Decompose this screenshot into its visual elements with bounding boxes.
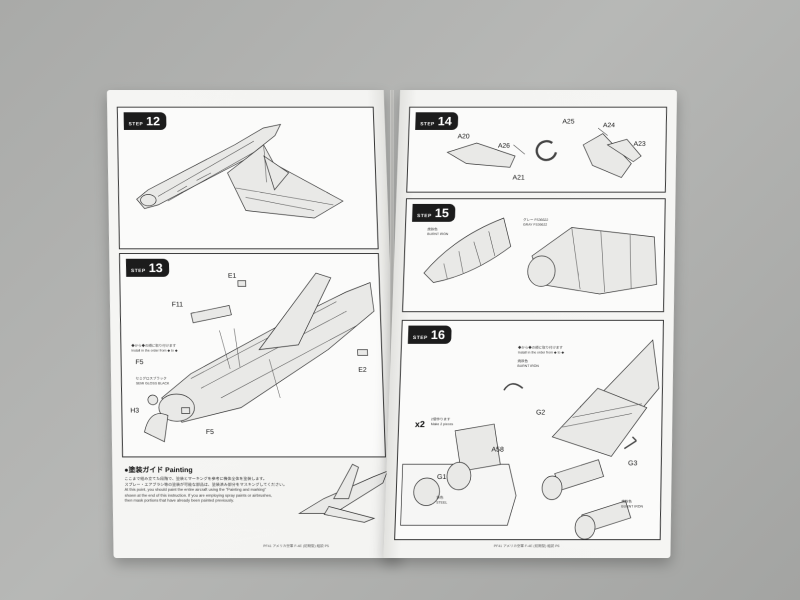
part-label-f11: F11 [171,301,184,309]
part-label-a23: A23 [633,141,646,148]
gray-note-en: GRAY FS36622 [522,222,548,227]
part-label-a58: A58 [491,446,504,454]
make-two-note-en: Make 2 pieces [430,422,454,427]
painting-guide-title: ●塗装ガイド Painting [124,467,193,475]
paint-note-en: SEMI GLOSS BLACK [135,381,170,386]
part-label-a21: A21 [512,174,525,182]
part-label-a26: A26 [497,142,511,150]
step-16-panel: STEP 16 ◆から◆の順に取り付けます Install in the ord… [394,319,664,540]
install-order-note-jp: ◆から◆の順に取り付けます [131,343,177,348]
part-label-f5-lower: F5 [205,429,215,436]
step-12-panel: STEP 12 [116,106,379,250]
fuselage-drawing [118,108,378,249]
left-page-footer: PF41 アメリカ空軍 F-4E (初期型) 組説 P5 [263,544,329,549]
burnt-iron-note-en: BURNT IRON [621,504,643,509]
part-label-g3: G3 [627,460,638,468]
part-label-a25: A25 [562,118,575,126]
engine-exhaust-drawing [395,321,663,539]
part-label-h3: H3 [130,407,140,415]
burnt-iron-note-jp: 焼鉄色 [621,499,632,504]
make-two-note-jp: 2個作ります [430,417,451,422]
part-label-g1: G1 [436,474,447,481]
left-page: STEP 12 STEP 13 [106,90,401,559]
step-14-panel: STEP 14 A25 A24 A20 A26 A23 A21 [406,106,668,193]
painting-guide-text: ここまで組み立てた段階で、塗装とマーキングを参考に機体全体を塗装します。 スプレ… [124,476,294,503]
steel-note-en: STEEL [436,500,448,505]
step-15-panel: STEP 15 焼鉄色 BURNT IRON グレー FS36622 GRAY … [402,198,666,313]
part-label-e1: E1 [227,273,237,280]
right-page-footer: PF41 アメリカ空軍 F-4E (初期型) 組説 P6 [493,544,560,549]
painting-en-line-3: then mask portions that have already bee… [124,497,235,503]
install-order-note-en: Install in the order from ◆ to ◆ [131,348,178,353]
gray-note-jp: グレー FS36622 [523,218,549,222]
cockpit-assembly-drawing [120,254,385,456]
part-label-a20: A20 [457,133,470,141]
part-label-g2: G2 [535,409,546,417]
part-label-e2: E2 [358,366,367,374]
intake-assembly-drawing [407,108,666,192]
steel-note-jp: 鉄色 [436,495,444,500]
make-two-multiplier: x2 [414,419,426,430]
burnt-iron-note-jp: 焼鉄色 [427,227,438,232]
step-13-panel: STEP 13 E1 F11 F5 H3 F5 E2 ◆から [118,253,386,458]
nose-cone-drawing [403,199,665,311]
part-label-f5-upper: F5 [135,359,144,367]
part-label-a24: A24 [602,122,616,130]
instruction-booklet: STEP 12 STEP 13 [100,73,680,562]
finished-aircraft-drawing [293,459,395,528]
paint-note-jp: セミグロスブラック [135,376,167,381]
burnt-iron-note-en: BURNT IRON [427,232,449,237]
right-page: STEP 14 A25 A24 A20 A26 A23 A21 STEP 15 [383,90,677,559]
